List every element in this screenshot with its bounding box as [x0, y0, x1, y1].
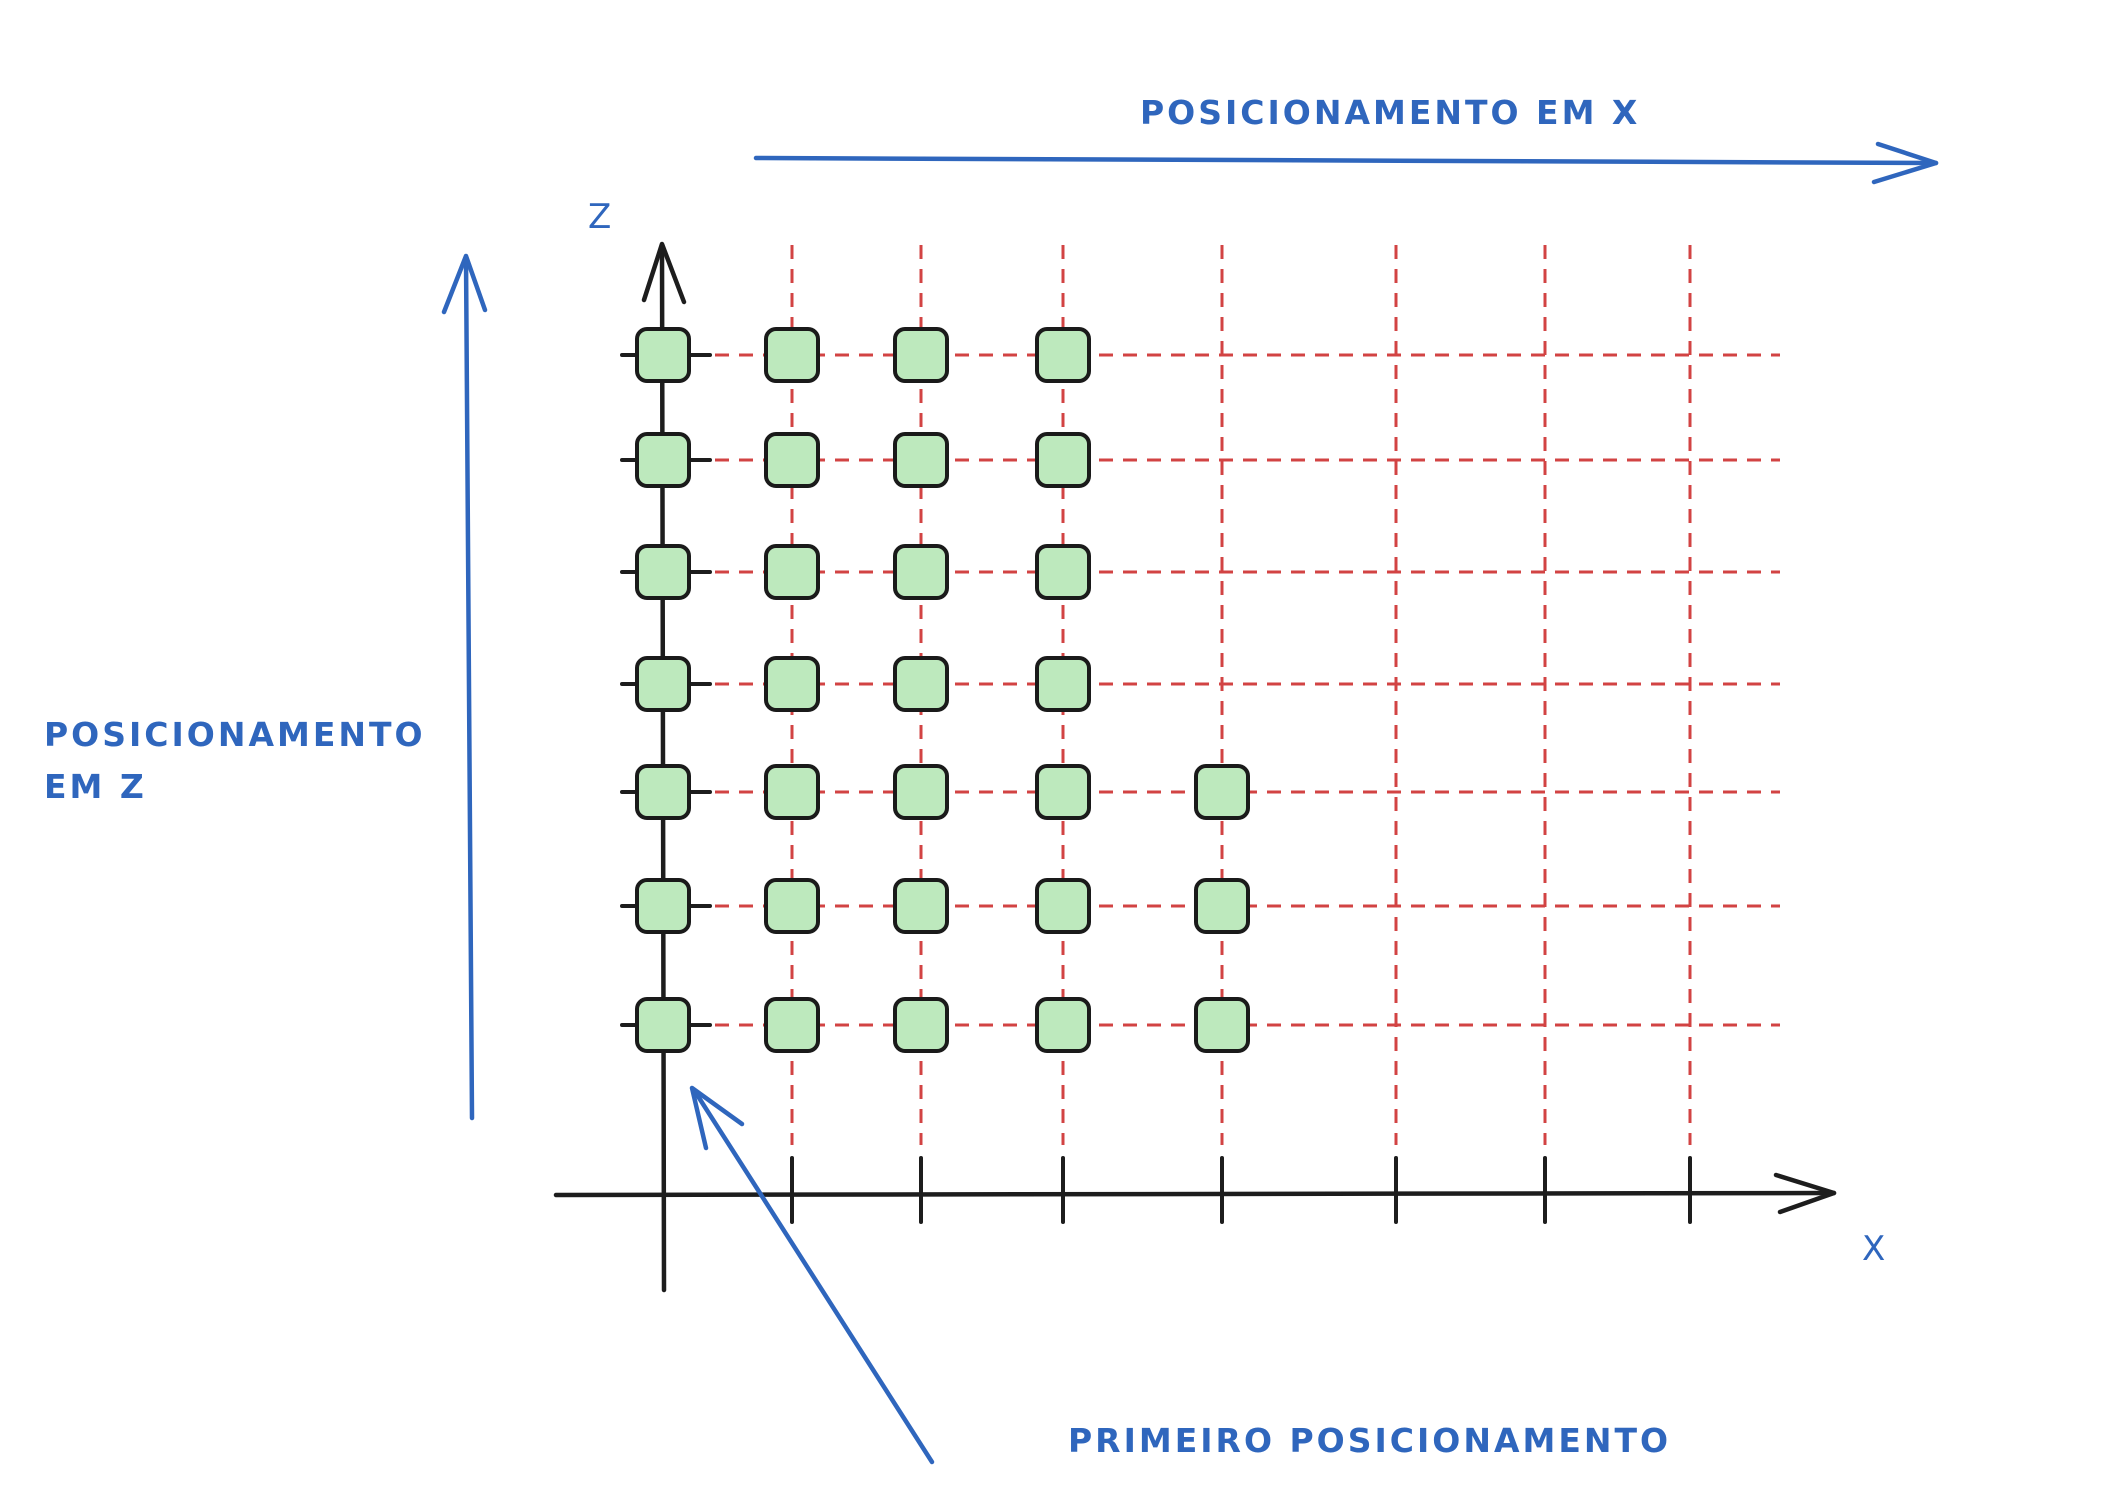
x-direction-label: POSICIONAMENTO EM X — [1140, 93, 1640, 132]
x-axis — [553, 1190, 1837, 1198]
x-direction-arrow — [753, 155, 1939, 166]
placement-cell — [764, 656, 820, 712]
z-axis-label: Z — [588, 197, 611, 237]
placement-cell — [893, 764, 949, 820]
placement-cell — [1035, 327, 1091, 383]
placement-cell — [1035, 432, 1091, 488]
z-direction-label-line2: EM Z — [44, 767, 147, 806]
placement-cell — [635, 997, 691, 1053]
z-direction-arrowhead — [441, 253, 488, 315]
x-axis-label: X — [1862, 1229, 1885, 1269]
placement-cell — [893, 656, 949, 712]
placement-cell — [764, 544, 820, 600]
placement-cells — [635, 327, 1250, 1053]
placement-cell — [764, 327, 820, 383]
placement-cell — [893, 432, 949, 488]
placement-cell — [893, 878, 949, 934]
placement-cell — [1194, 764, 1250, 820]
placement-cell — [1194, 997, 1250, 1053]
first-position-arrowhead — [689, 1085, 745, 1151]
placement-cell — [635, 327, 691, 383]
z-axis-arrowhead — [641, 241, 687, 305]
dashed-grid — [691, 245, 1780, 1145]
placement-cell — [893, 544, 949, 600]
placement-cell — [764, 432, 820, 488]
x-axis-arrowhead — [1773, 1172, 1837, 1215]
placement-cell — [893, 997, 949, 1053]
placement-cell — [1035, 997, 1091, 1053]
x-direction-arrowhead — [1871, 141, 1939, 185]
z-direction-label-line1: POSICIONAMENTO — [44, 715, 426, 754]
z-direction-arrow — [463, 255, 475, 1121]
annotation-arrows — [441, 141, 1939, 1465]
placement-cell — [893, 327, 949, 383]
placement-cell — [635, 878, 691, 934]
axes — [553, 241, 1837, 1293]
placement-cell — [635, 656, 691, 712]
placement-cell — [1035, 656, 1091, 712]
first-position-label: PRIMEIRO POSICIONAMENTO — [1068, 1421, 1671, 1460]
x-axis-ticks — [790, 1156, 1692, 1224]
placement-cell — [635, 764, 691, 820]
first-position-arrow — [691, 1087, 935, 1465]
placement-cell — [1035, 544, 1091, 600]
placement-cell — [1035, 764, 1091, 820]
placement-cell — [635, 432, 691, 488]
placement-cell — [764, 997, 820, 1053]
placement-cell — [1035, 878, 1091, 934]
placement-cell — [764, 764, 820, 820]
placement-cell — [1194, 878, 1250, 934]
placement-cell — [635, 544, 691, 600]
placement-cell — [764, 878, 820, 934]
